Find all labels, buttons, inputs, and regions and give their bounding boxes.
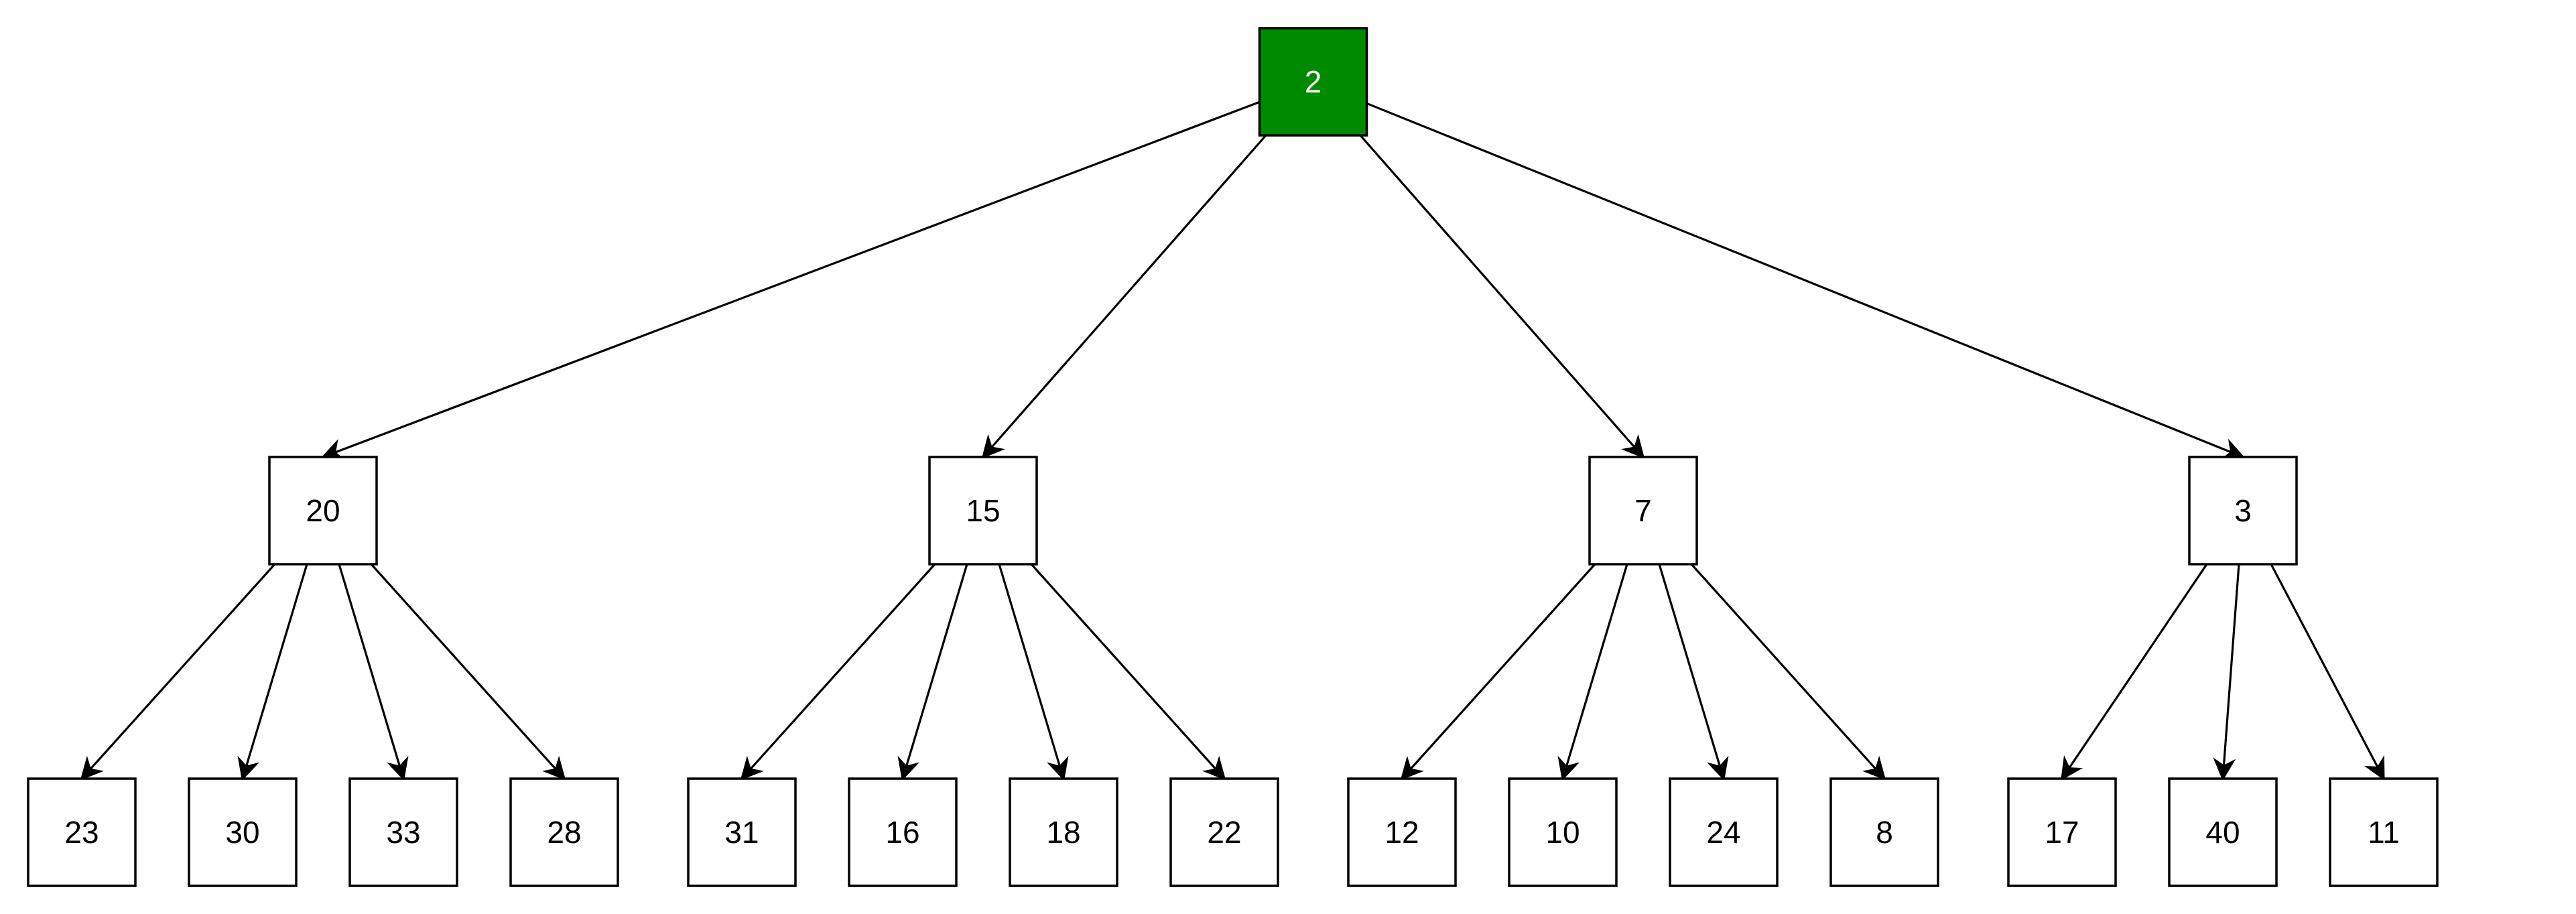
- tree-node-box: [928, 456, 1038, 566]
- edge-7-12: [1400, 563, 1596, 781]
- edge-7-8: [1690, 563, 1886, 781]
- tree-node-box: [1009, 777, 1118, 887]
- edge-20-23: [80, 563, 276, 781]
- tree-node-box: [509, 777, 619, 887]
- tree-node-17: 17: [2007, 777, 2117, 887]
- tree-node-16: 16: [848, 777, 958, 887]
- tree-node-box: [687, 777, 797, 887]
- tree-node-11: 11: [2329, 777, 2439, 887]
- edge-3-11: [2270, 564, 2385, 781]
- tree-node-3: 3: [2188, 456, 2298, 566]
- tree-node-label: 7: [1634, 493, 1652, 528]
- edge-20-33: [338, 564, 409, 781]
- tree-node-label: 10: [1545, 815, 1580, 850]
- tree-node-label: 30: [225, 815, 259, 850]
- edge-2-7: [1359, 134, 1645, 459]
- tree-node-12: 12: [1347, 777, 1457, 887]
- edge-3-40: [2213, 564, 2240, 781]
- tree-node-box: [27, 777, 137, 887]
- edge-15-22: [1030, 563, 1226, 781]
- tree-node-28: 28: [509, 777, 619, 887]
- tree-node-label: 2: [1305, 64, 1322, 99]
- tree-node-10: 10: [1508, 777, 1618, 887]
- tree-node-box: [2188, 456, 2298, 566]
- tree-node-23: 23: [27, 777, 137, 887]
- tree-node-label: 16: [885, 815, 919, 850]
- tree-node-box: [848, 777, 958, 887]
- tree-node-label: 18: [1046, 815, 1080, 850]
- edge-3-17: [2061, 564, 2208, 781]
- tree-node-label: 3: [2234, 493, 2252, 528]
- tree-node-label: 20: [306, 493, 340, 528]
- edge-2-3: [1366, 102, 2246, 460]
- tree-node-31: 31: [687, 777, 797, 887]
- tree-node-30: 30: [188, 777, 298, 887]
- tree-node-label: 31: [724, 815, 759, 850]
- tree-node-box: [1258, 27, 1368, 137]
- tree-node-box: [2168, 777, 2278, 887]
- tree-node-box: [1829, 777, 1939, 887]
- edges: [80, 101, 2385, 781]
- tree-node-2: 2: [1258, 27, 1368, 137]
- tree-node-box: [1669, 777, 1779, 887]
- edge-7-24: [1658, 564, 1729, 781]
- tree-node-box: [2329, 777, 2439, 887]
- tree-node-label: 40: [2205, 815, 2240, 850]
- tree-node-40: 40: [2168, 777, 2278, 887]
- edge-2-15: [981, 134, 1267, 459]
- tree-node-box: [1588, 456, 1698, 566]
- nodes: 2 20 23 30 33 28 15 31 16 18 22 7 12 10 24 8 3 17 40 11: [27, 27, 2439, 887]
- edge-15-18: [998, 564, 1069, 781]
- edge-2-20: [320, 101, 1261, 461]
- edge-7-10: [1557, 564, 1628, 781]
- tree-node-24: 24: [1669, 777, 1779, 887]
- edge-20-30: [237, 564, 308, 781]
- tree-node-7: 7: [1588, 456, 1698, 566]
- tree-node-label: 11: [2368, 815, 2400, 850]
- tree-node-18: 18: [1009, 777, 1118, 887]
- tree-node-label: 33: [386, 815, 420, 850]
- tree-node-label: 28: [547, 815, 581, 850]
- tree-node-label: 15: [966, 493, 1000, 528]
- tree-node-label: 17: [2045, 815, 2079, 850]
- tree-node-box: [1169, 777, 1279, 887]
- tree-node-label: 8: [1876, 815, 1893, 850]
- edge-15-31: [740, 563, 936, 781]
- tree-node-box: [348, 777, 458, 887]
- edge-20-28: [370, 563, 566, 781]
- tree-node-33: 33: [348, 777, 458, 887]
- edge-15-16: [897, 564, 968, 781]
- tree-node-label: 22: [1207, 815, 1241, 850]
- tree-node-label: 24: [1706, 815, 1740, 850]
- tree-node-box: [2007, 777, 2117, 887]
- tree-node-box: [268, 456, 378, 566]
- tree-node-20: 20: [268, 456, 378, 566]
- tree-node-box: [1508, 777, 1618, 887]
- tree-node-label: 12: [1384, 815, 1419, 850]
- tree-node-8: 8: [1829, 777, 1939, 887]
- tree-node-22: 22: [1169, 777, 1279, 887]
- tree-node-box: [188, 777, 298, 887]
- tree-node-15: 15: [928, 456, 1038, 566]
- tree-node-box: [1347, 777, 1457, 887]
- tree-node-label: 23: [64, 815, 99, 850]
